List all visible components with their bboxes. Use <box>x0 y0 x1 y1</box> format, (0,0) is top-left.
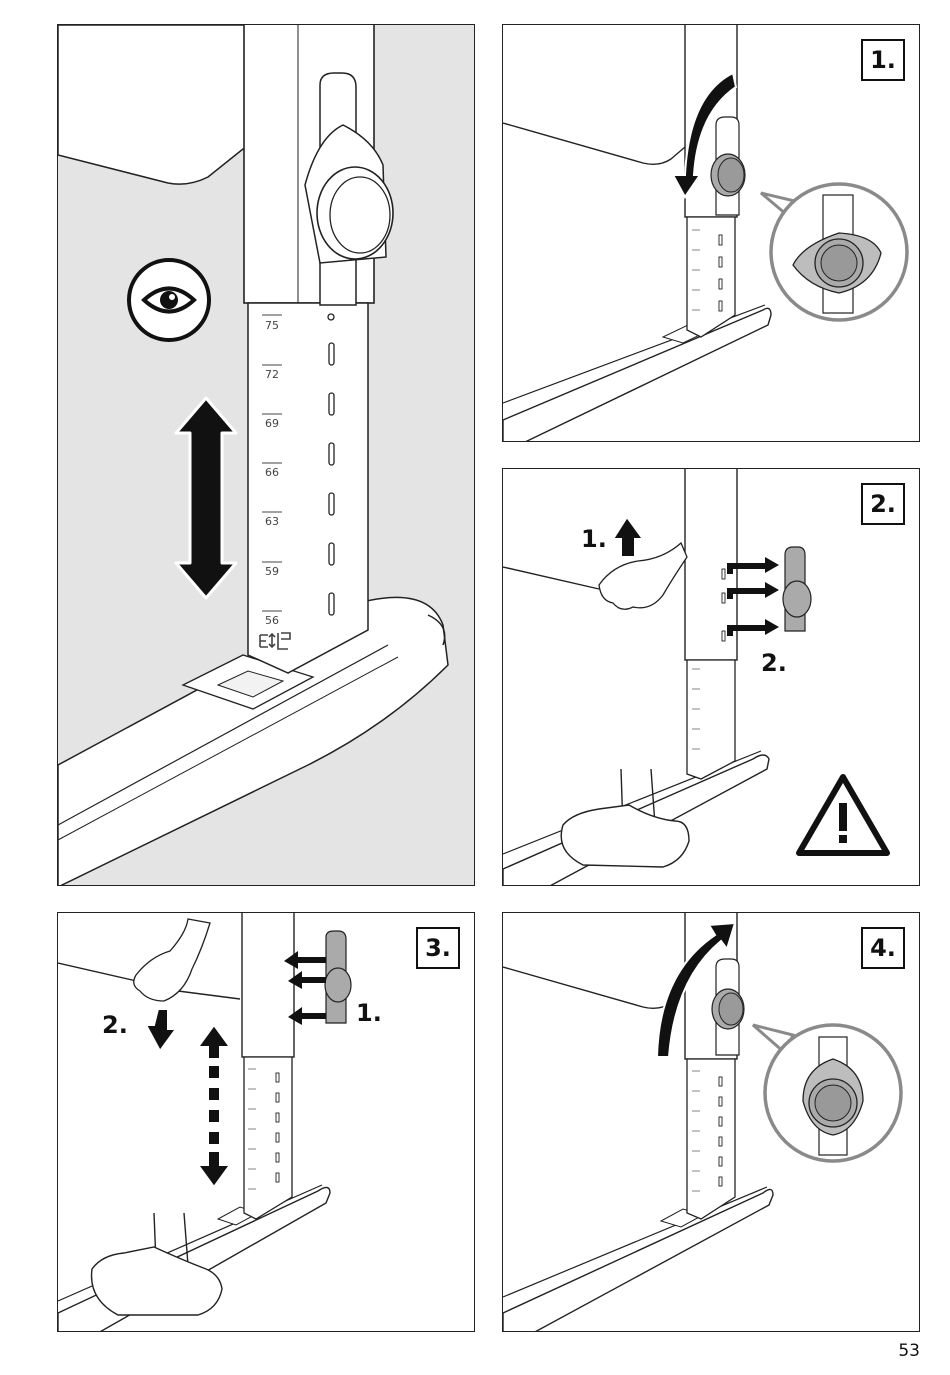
scale-tick-label: 56 <box>265 614 279 627</box>
step-4-badge: 4. <box>861 927 905 969</box>
lift-up-arrow-icon <box>613 517 643 557</box>
step-2-label-pull: 2. <box>761 649 787 677</box>
step-1-badge: 1. <box>861 39 905 81</box>
step-1-panel: 1. <box>502 24 920 442</box>
step-2-badge: 2. <box>861 483 905 525</box>
knob-callout <box>753 1025 901 1161</box>
push-down-arrow-icon <box>146 1009 176 1051</box>
step-4-panel: 4. <box>502 912 920 1332</box>
knob-callout <box>761 184 907 320</box>
page-number: 53 <box>898 1341 920 1361</box>
step-2-illustration <box>503 469 920 886</box>
eye-icon <box>129 260 209 340</box>
step-3-label-push: 2. <box>102 1011 128 1039</box>
scale-tick-label: 69 <box>265 417 279 430</box>
locking-knob <box>325 968 351 1002</box>
step-2-label-lift: 1. <box>581 525 607 553</box>
step-3-panel: 2. 1. 3. <box>57 912 475 1332</box>
step-2-panel: 1. 2. 2. <box>502 468 920 886</box>
scale-tick-label: 66 <box>265 466 279 479</box>
scale-tick-label: 63 <box>265 515 279 528</box>
scale-tick-label: 75 <box>265 319 279 332</box>
locking-knob <box>783 581 811 617</box>
hand-icon <box>134 919 210 1001</box>
scale-tick-label: 59 <box>265 565 279 578</box>
warning-icon <box>799 777 887 853</box>
step-3-badge: 3. <box>416 927 460 969</box>
overview-illustration: 75 72 69 66 63 59 56 <box>58 25 475 886</box>
step-3-label-pins: 1. <box>356 999 382 1027</box>
dashed-up-down-arrow-icon <box>198 1025 230 1187</box>
step-4-illustration <box>503 913 920 1332</box>
step-1-illustration <box>503 25 920 442</box>
scale-tick-label: 72 <box>265 368 279 381</box>
hand-icon <box>599 543 687 609</box>
step-3-illustration <box>58 913 475 1332</box>
overview-panel: 75 72 69 66 63 59 56 <box>57 24 475 886</box>
